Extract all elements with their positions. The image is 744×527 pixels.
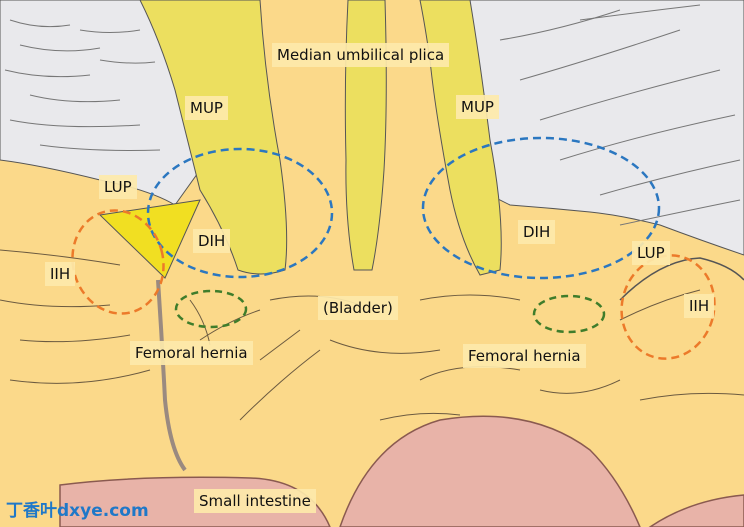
right-wall-texture: [499, 4, 741, 226]
label-dih-right: DIH: [518, 220, 556, 244]
label-small-intestine: Small intestine: [194, 489, 316, 513]
label-lup-left: LUP: [99, 175, 137, 199]
label-femoral-hernia-left: Femoral hernia: [130, 341, 253, 365]
watermark-logo: 丁香叶dxye.com: [6, 501, 149, 521]
label-lup-right: LUP: [632, 241, 670, 265]
label-median-umbilical-plica: Median umbilical plica: [272, 43, 450, 67]
small-intestine-loop: [339, 415, 641, 527]
spermatic-cord-left: [156, 279, 187, 472]
dih-outline-left: [146, 147, 334, 279]
femoral-hernia-outline-right: [532, 294, 606, 334]
left-wall-texture: [4, 19, 161, 151]
dih-outline-right: [421, 136, 661, 280]
label-dih-left: DIH: [193, 229, 231, 253]
lateral-umbilical-plica-right: [619, 257, 744, 301]
label-iih-right: IIH: [684, 294, 715, 318]
femoral-hernia-outline-left: [174, 289, 248, 329]
iih-outline-left: [71, 209, 165, 315]
lateral-umbilical-plica-left: [98, 199, 201, 279]
label-femoral-hernia-right: Femoral hernia: [463, 344, 586, 368]
label-iih-left: IIH: [45, 262, 76, 286]
iih-outline-right: [620, 254, 716, 360]
median-umbilical-plica: [344, 0, 387, 271]
peritoneal-fold-lines: [0, 249, 744, 421]
medial-umbilical-plica-left: [139, 0, 288, 275]
label-bladder: (Bladder): [318, 296, 398, 320]
label-mup-right: MUP: [456, 95, 499, 119]
label-mup-left: MUP: [185, 96, 228, 120]
